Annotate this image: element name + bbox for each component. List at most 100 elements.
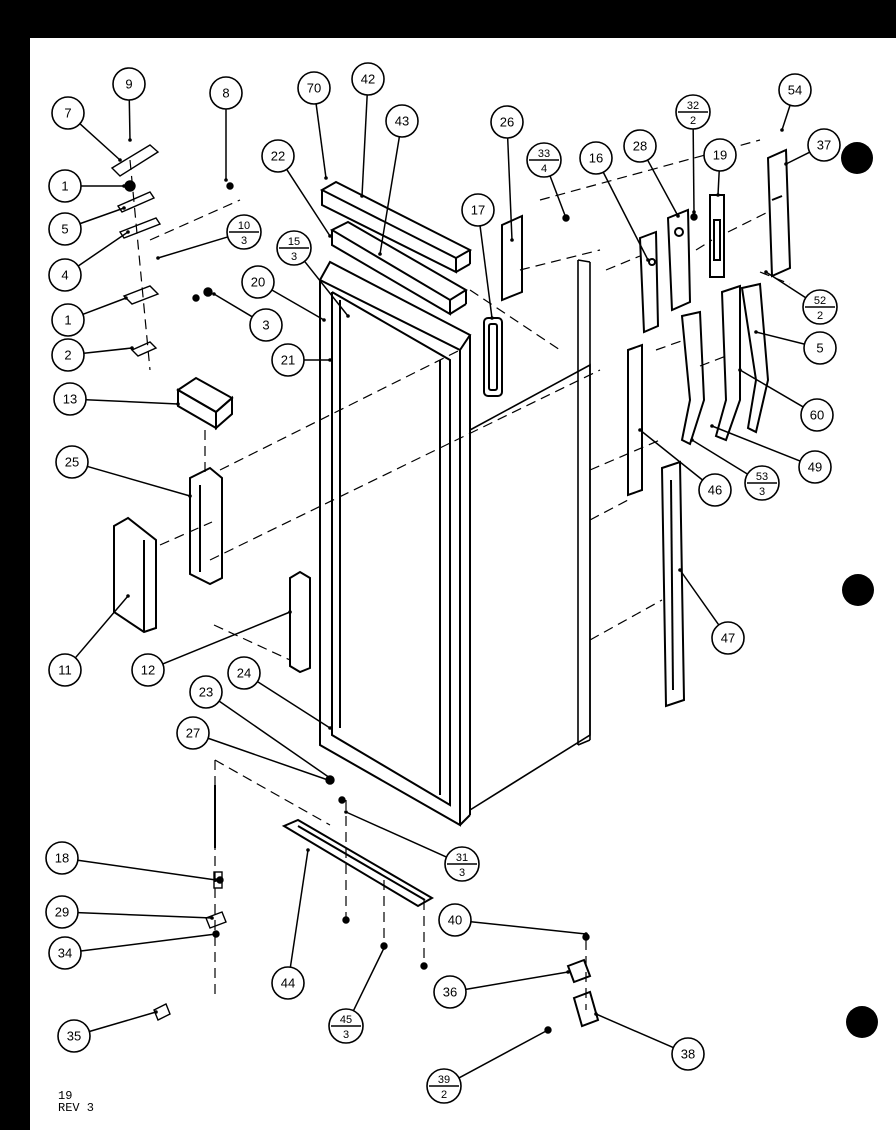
callout-c-7: 7 <box>51 96 85 130</box>
leader-c-54-tip <box>780 128 784 132</box>
leader-c-1b-tip <box>124 296 128 300</box>
callout-circle <box>711 621 745 655</box>
block-part-11 <box>113 516 157 634</box>
callout-c-47: 47 <box>711 621 745 655</box>
leader-f-10-3-tip <box>156 256 160 260</box>
callout-circle <box>271 343 305 377</box>
leader-f-32-2-tip <box>692 210 696 214</box>
callout-c-29: 29 <box>45 895 79 929</box>
leader-c-3-tip <box>212 292 216 296</box>
callout-circle <box>579 141 613 175</box>
callout-circle <box>433 975 467 1009</box>
callout-label: 1 <box>64 313 71 328</box>
callout-c-24: 24 <box>227 656 261 690</box>
leader-f-52-2 <box>765 271 807 299</box>
callout-c-19: 19 <box>703 138 737 172</box>
leader-c-29-tip <box>210 916 214 920</box>
fraction-callout-f-15-3: 153 <box>276 230 312 266</box>
leader-f-32-2 <box>692 128 695 213</box>
callout-label: 49 <box>808 460 822 475</box>
leader-c-42 <box>361 94 368 197</box>
callout-c-5a: 5 <box>48 212 82 246</box>
callout-circle <box>48 169 82 203</box>
callout-c-26: 26 <box>490 105 524 139</box>
leader-c-47-tip <box>678 568 682 572</box>
callout-circle <box>461 193 495 227</box>
callout-c-27: 27 <box>176 716 210 750</box>
callout-circle <box>227 656 261 690</box>
leader-c-17 <box>479 225 493 319</box>
leader-c-4 <box>77 231 129 267</box>
callout-circle <box>385 104 419 138</box>
fraction-callout-f-10-3: 103 <box>226 214 262 250</box>
callout-label: 42 <box>361 72 375 87</box>
leader-c-5a <box>79 207 125 225</box>
leader-f-15-3-tip <box>346 314 350 318</box>
callout-circle <box>297 71 331 105</box>
leader-f-45-3-tip <box>382 946 386 950</box>
callout-c-35: 35 <box>57 1019 91 1053</box>
callout-label: 70 <box>307 81 321 96</box>
callout-c-20: 20 <box>241 265 275 299</box>
callout-c-5b: 5 <box>803 331 837 365</box>
leader-c-42-tip <box>360 194 364 198</box>
leader-c-36-tip <box>566 970 570 974</box>
leader-c-44-tip <box>306 848 310 852</box>
callout-circle <box>45 895 79 929</box>
leader-f-33-4-tip <box>564 216 568 220</box>
leader-c-43-tip <box>378 252 382 256</box>
plate-part-19 <box>709 194 725 278</box>
callout-circle <box>351 62 385 96</box>
block-part-13 <box>176 376 234 431</box>
callout-circle <box>249 308 283 342</box>
callout-c-1a: 1 <box>48 169 82 203</box>
punch-hole-bottom <box>846 1006 878 1038</box>
fraction-bottom-label: 3 <box>343 1029 349 1041</box>
callout-c-46: 46 <box>698 473 732 507</box>
callout-circle <box>57 1019 91 1053</box>
leader-c-35 <box>89 1011 157 1033</box>
leader-c-40 <box>470 920 587 935</box>
callout-c-1b: 1 <box>51 303 85 337</box>
fraction-top-label: 32 <box>687 100 699 112</box>
callout-label: 1 <box>61 179 68 194</box>
revision-label: REV 3 <box>58 1101 95 1115</box>
callout-circle <box>800 398 834 432</box>
leader-c-20 <box>271 289 325 321</box>
callout-c-37: 37 <box>807 128 841 162</box>
fraction-bottom-label: 2 <box>441 1089 447 1101</box>
leader-c-2 <box>83 347 133 355</box>
callout-label: 28 <box>633 139 647 154</box>
callout-label: 29 <box>55 905 69 920</box>
leader-c-9 <box>128 99 131 141</box>
leader-c-26 <box>506 137 513 241</box>
callout-label: 27 <box>186 726 200 741</box>
callout-label: 43 <box>395 114 409 129</box>
callout-c-4: 4 <box>48 258 82 292</box>
leader-c-12 <box>162 611 291 665</box>
hardware-pieces <box>110 144 698 1034</box>
callout-c-40: 40 <box>438 903 472 937</box>
page-number: 19 <box>58 1089 73 1103</box>
callout-circle <box>271 966 305 1000</box>
leader-c-38-tip <box>594 1012 598 1016</box>
callout-circle <box>48 653 82 687</box>
callout-label: 9 <box>125 77 132 92</box>
panel-part-25 <box>189 466 223 586</box>
callout-label: 54 <box>788 83 802 98</box>
leader-c-37-tip <box>784 162 788 166</box>
callout-circle <box>703 138 737 172</box>
leader-c-8-tip <box>224 178 228 182</box>
callout-c-42: 42 <box>351 62 385 96</box>
hinge-part <box>566 958 600 1028</box>
leader-c-49-tip <box>710 424 714 428</box>
callout-c-2: 2 <box>51 338 85 372</box>
fraction-top-label: 15 <box>288 236 300 248</box>
leader-c-3 <box>213 293 253 318</box>
callout-label: 8 <box>222 86 229 101</box>
leader-c-2-tip <box>130 346 134 350</box>
callout-c-34: 34 <box>48 936 82 970</box>
